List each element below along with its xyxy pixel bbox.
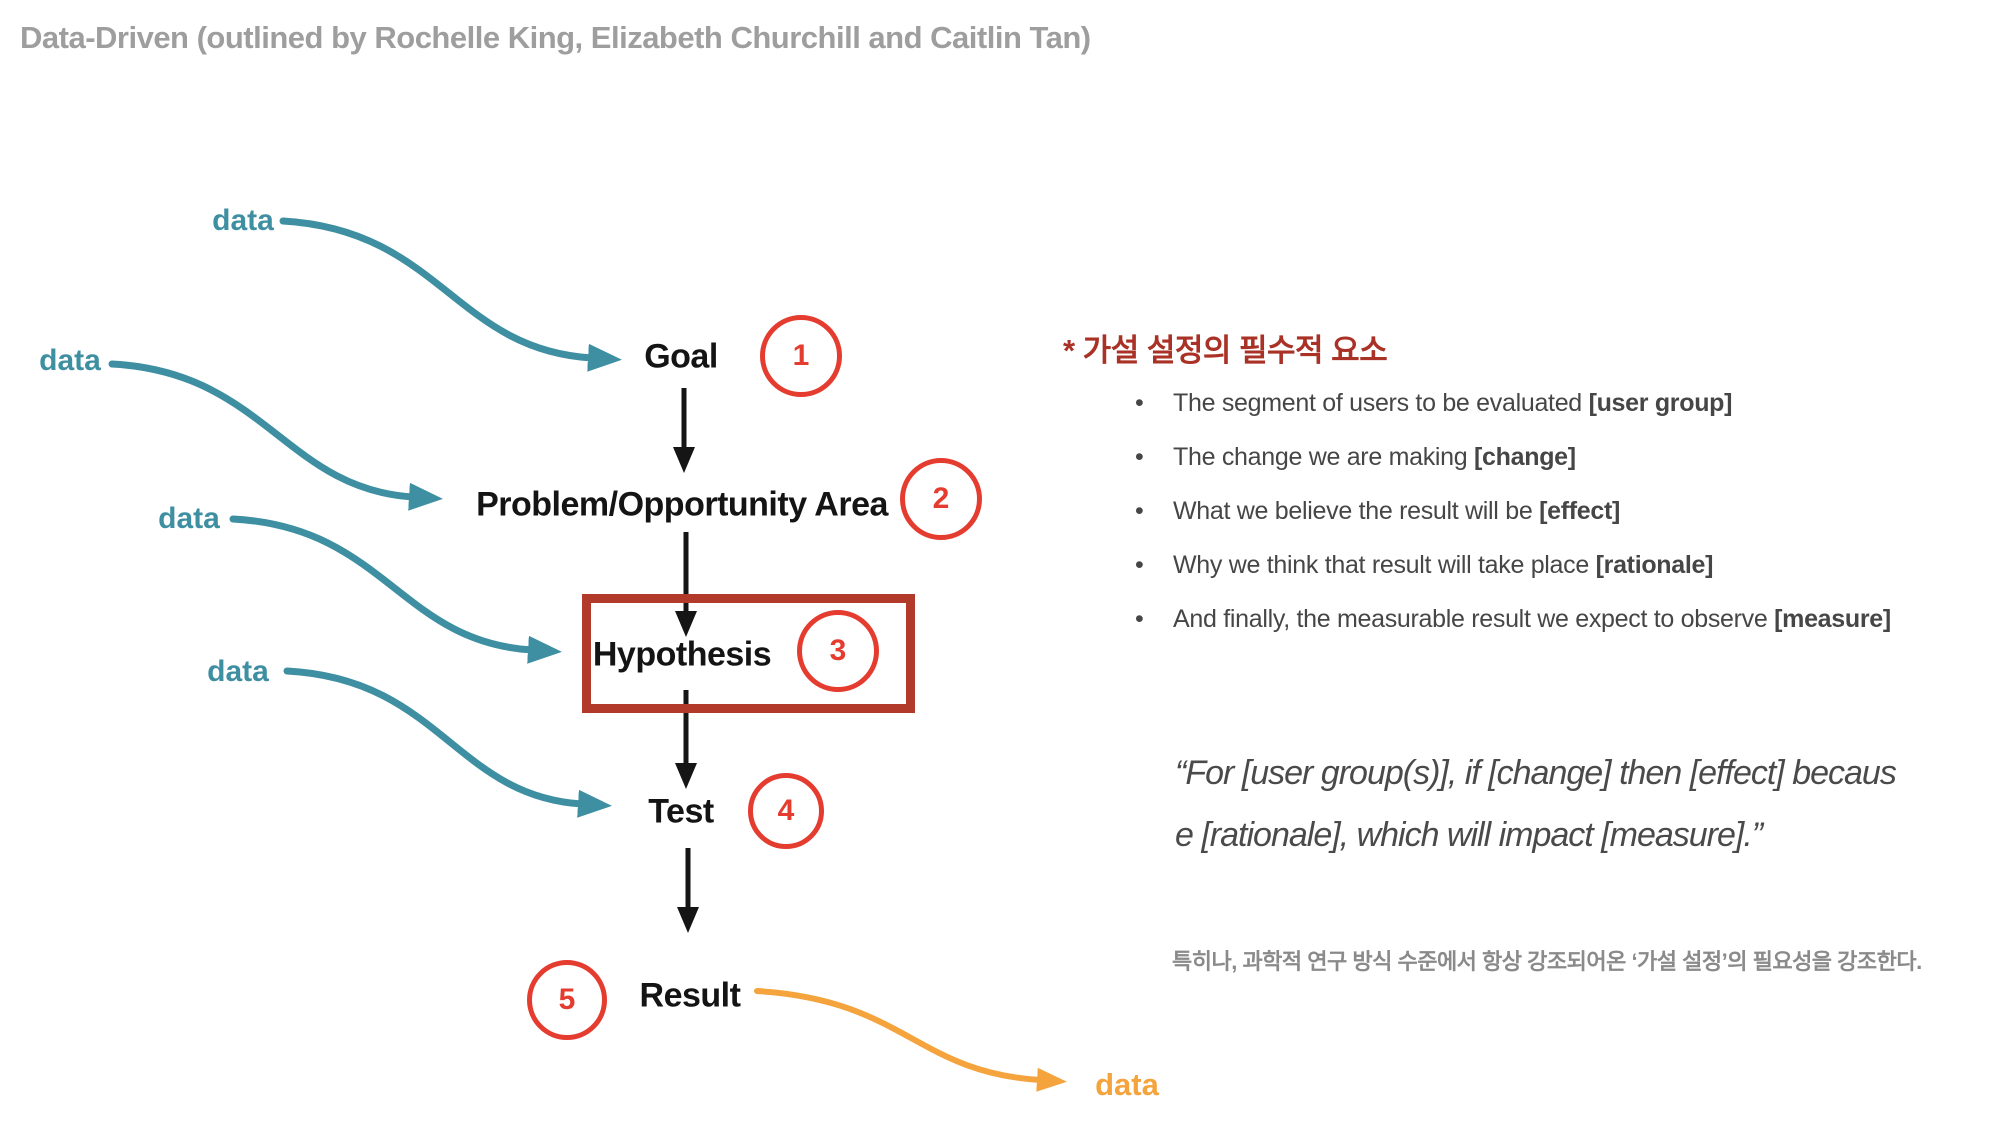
step-number-2: 2: [932, 482, 950, 515]
data-arrow-to-goal: [279, 217, 622, 372]
data-input-label-4: data: [207, 655, 269, 688]
hypothesis-template-quote: “For [user group(s)], if [change] then […: [1175, 742, 1897, 866]
quote-line-2: e [rationale], which will impact [measur…: [1175, 816, 1763, 854]
list-item-text: And finally, the measurable result we ex…: [1173, 605, 1891, 633]
list-item-tag: [rationale]: [1595, 551, 1714, 579]
step-number-1: 1: [792, 339, 810, 372]
hypothesis-highlight-box: [582, 594, 915, 713]
list-item-tag: [effect]: [1539, 497, 1621, 525]
korean-footnote: 특히나, 과학적 연구 방식 수준에서 항상 강조되어온 ‘가설 설정’의 필요…: [1172, 949, 1922, 974]
bullet-icon: •: [1135, 551, 1144, 579]
page-title: Data-Driven (outlined by Rochelle King, …: [20, 20, 1091, 55]
step-result: Result: [639, 976, 741, 1015]
step-number-badge-4: 4: [748, 773, 824, 849]
list-item: • What we believe the result will be [ef…: [1135, 494, 2004, 528]
data-arrow-to-problem: [108, 360, 443, 511]
data-input-label-2: data: [39, 344, 101, 377]
step-number-badge-3: 3: [797, 610, 879, 692]
step-number-5: 5: [558, 983, 576, 1016]
list-item: • The change we are making [change]: [1135, 440, 2004, 474]
list-item: • The segment of users to be evaluated […: [1135, 386, 2004, 420]
list-item-text: The change we are making [change]: [1173, 443, 1576, 471]
step-test: Test: [648, 792, 714, 831]
data-input-label-1: data: [212, 204, 274, 237]
panel-heading: * 가설 설정의 필수적 요소: [1063, 333, 1388, 368]
step-goal: Goal: [644, 337, 718, 376]
list-item: • And finally, the measurable result we …: [1135, 602, 2004, 636]
list-item-tag: [change]: [1474, 443, 1576, 471]
list-item-text: What we believe the result will be [effe…: [1173, 497, 1621, 525]
step-number-badge-1: 1: [760, 315, 842, 397]
list-item-tag: [user group]: [1588, 389, 1733, 417]
bullet-icon: •: [1135, 497, 1144, 525]
step-hypothesis: Hypothesis: [592, 635, 772, 674]
quote-line-1: “For [user group(s)], if [change] then […: [1175, 754, 1897, 792]
list-item-tag: [measure]: [1774, 605, 1891, 633]
data-input-label-3: data: [158, 502, 220, 535]
list-item-text: The segment of users to be evaluated [us…: [1173, 389, 1733, 417]
step-number-badge-2: 2: [900, 458, 982, 540]
bullet-icon: •: [1135, 443, 1144, 471]
list-item-text: Why we think that result will take place…: [1173, 551, 1714, 579]
step-number-4: 4: [777, 794, 795, 827]
step-number-3: 3: [829, 634, 847, 667]
data-arrow-to-hypothesis: [229, 515, 562, 664]
data-arrow-to-test: [283, 667, 612, 818]
step-problem-opportunity-area: Problem/Opportunity Area: [476, 485, 888, 524]
bullet-icon: •: [1135, 605, 1144, 633]
result-to-data-arrow: [754, 988, 1067, 1092]
data-output-label: data: [1095, 1067, 1159, 1102]
bullet-icon: •: [1135, 389, 1144, 417]
list-item: • Why we think that result will take pla…: [1135, 548, 2004, 582]
step-number-badge-5: 5: [527, 960, 607, 1040]
hypothesis-elements-list: • The segment of users to be evaluated […: [1135, 386, 2004, 656]
